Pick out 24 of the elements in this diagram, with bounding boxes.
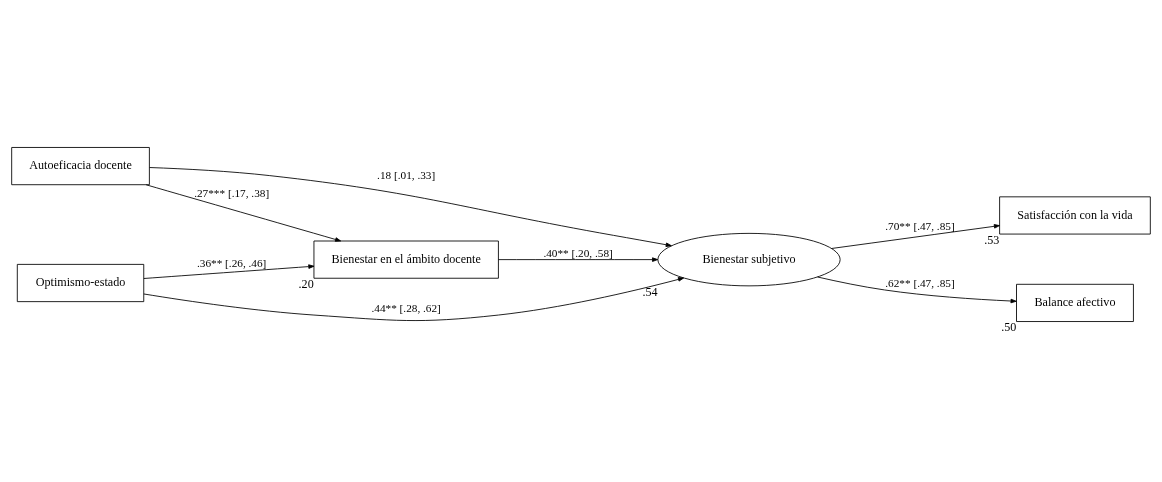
node-box: Balance afectivo <box>1016 283 1134 322</box>
node-ellipse: Bienestar subjetivo <box>657 232 841 287</box>
node-box: Bienestar en el ámbito docente <box>313 240 499 279</box>
arrow <box>149 167 672 247</box>
edge-label: .18 [.01, .33] <box>377 168 436 181</box>
node-label: .20 <box>298 276 314 291</box>
arrow <box>143 277 685 321</box>
arrow <box>831 224 1000 249</box>
edge-label: .62** [.47, .85] <box>885 276 955 289</box>
arrow <box>143 264 315 279</box>
edge-label: .40** [.20, .58] <box>543 246 613 259</box>
node-label: .54 <box>642 284 658 299</box>
node-box: Optimismo-estado <box>16 263 145 303</box>
node-box: Autoeficacia docente <box>11 147 150 186</box>
node-label: .53 <box>984 232 1000 247</box>
edge-label: .36** [.26, .46] <box>196 256 267 269</box>
arrow <box>145 184 342 242</box>
arrow <box>817 276 1017 304</box>
edge-label: .44** [.28, .62] <box>371 301 441 314</box>
edge-label: .27*** [.17, .38] <box>194 186 270 199</box>
edge-label: .70** [.47, .85] <box>885 219 955 232</box>
node-box: Satisfacción con la vida <box>999 196 1151 235</box>
arrow <box>498 257 659 262</box>
node-label: .50 <box>1001 320 1017 335</box>
